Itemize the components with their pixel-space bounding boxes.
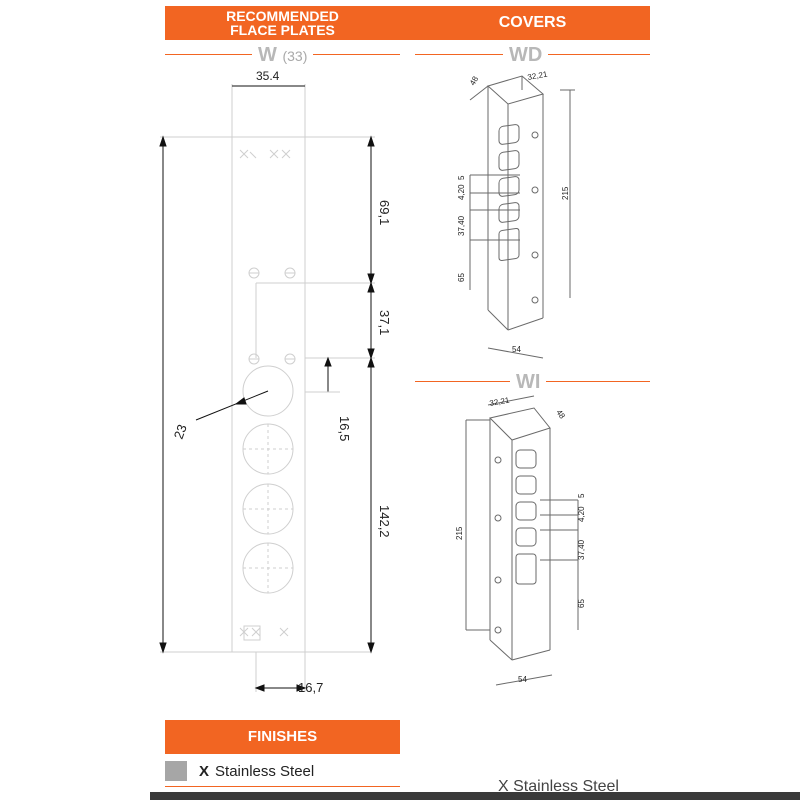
plates-header: RECOMMENDED FLACE PLATES xyxy=(226,8,339,38)
wd-heading: WD xyxy=(503,44,549,67)
wi-height-label: 215 xyxy=(455,526,464,540)
cutout-circle-4 xyxy=(242,542,294,594)
wi-depth-label: 48 xyxy=(554,408,567,421)
wd-420-label: 4,20 xyxy=(457,184,466,200)
finish-swatch xyxy=(165,761,187,781)
cutout-circle-2 xyxy=(242,423,294,475)
wd-54-label: 54 xyxy=(512,345,521,354)
wi-54-label: 54 xyxy=(518,675,527,684)
dim-radius-label: 23 xyxy=(171,422,190,441)
dim-1422-label: 142,2 xyxy=(377,505,392,538)
wi-420-label: 4,20 xyxy=(577,506,586,522)
w-letter: W xyxy=(258,44,277,66)
dim-offset-label: 16,5 xyxy=(337,416,352,441)
covers-header: COVERS xyxy=(498,14,567,31)
finishes-header: FINISHES xyxy=(165,720,400,754)
dim-371-label: 37,1 xyxy=(377,310,392,335)
wi-5-label: 5 xyxy=(577,493,586,498)
wi-heading: WI xyxy=(510,371,547,394)
wd-3740-label: 37,40 xyxy=(457,215,466,236)
wd-height-label: 215 xyxy=(561,186,570,200)
plate-outline xyxy=(231,136,306,653)
dim-bottom-label: 16,7 xyxy=(298,680,323,695)
finish-label: X Stainless Steel xyxy=(199,763,314,780)
wi-3740-label: 37,40 xyxy=(577,539,586,560)
header-band: RECOMMENDED FLACE PLATES COVERS xyxy=(165,6,650,40)
wi-65-label: 65 xyxy=(577,599,586,608)
finish-name: Stainless Steel xyxy=(215,762,315,780)
wd-65-label: 65 xyxy=(457,273,466,282)
wi-width-label: 32,21 xyxy=(489,396,511,408)
dim-width-label: 35.4 xyxy=(256,69,280,83)
finish-ghost-text: X Stainless Steel xyxy=(498,778,619,795)
wd-5-label: 5 xyxy=(457,175,466,180)
w-heading: W (33) xyxy=(252,44,314,67)
wd-width-label: 32,21 xyxy=(527,70,549,82)
finish-option-stainless: X Stainless Steel xyxy=(165,761,314,781)
dim-691-label: 69,1 xyxy=(377,200,392,225)
w-code: (33) xyxy=(282,48,308,64)
finish-divider xyxy=(165,786,400,787)
bottom-bar xyxy=(150,792,800,800)
cutout-circle-1 xyxy=(242,365,294,417)
wd-depth-label: 48 xyxy=(468,74,481,87)
cutout-circle-3 xyxy=(242,483,294,535)
finish-mark: X xyxy=(199,762,210,780)
